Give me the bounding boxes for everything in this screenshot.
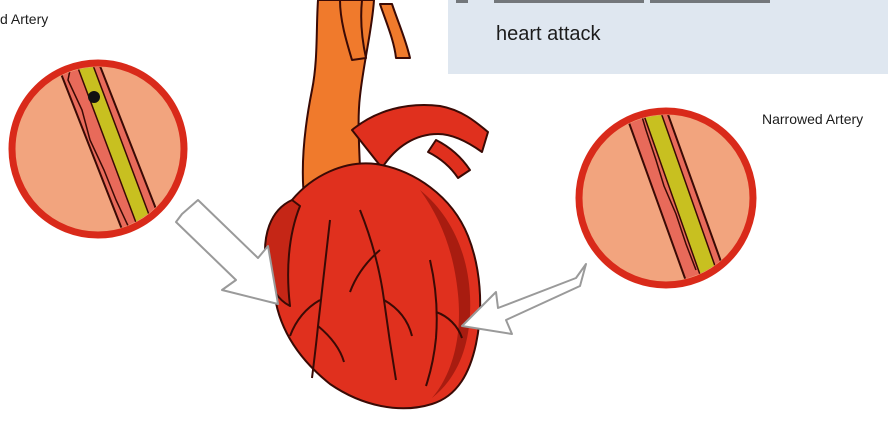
left-artery-label: d Artery bbox=[0, 11, 48, 27]
upper-vessel-2 bbox=[380, 4, 410, 58]
heart-illustration bbox=[265, 0, 488, 408]
left-arrow bbox=[176, 200, 278, 304]
left-artery-magnifier bbox=[12, 20, 184, 260]
right-artery-label: Narrowed Artery bbox=[762, 111, 863, 127]
left-clot-dot bbox=[88, 91, 100, 103]
pulmonary-trunk bbox=[352, 105, 488, 168]
callout-clipped-line bbox=[456, 0, 770, 3]
pulmonary-branch bbox=[428, 140, 470, 178]
right-artery-magnifier bbox=[579, 70, 753, 320]
